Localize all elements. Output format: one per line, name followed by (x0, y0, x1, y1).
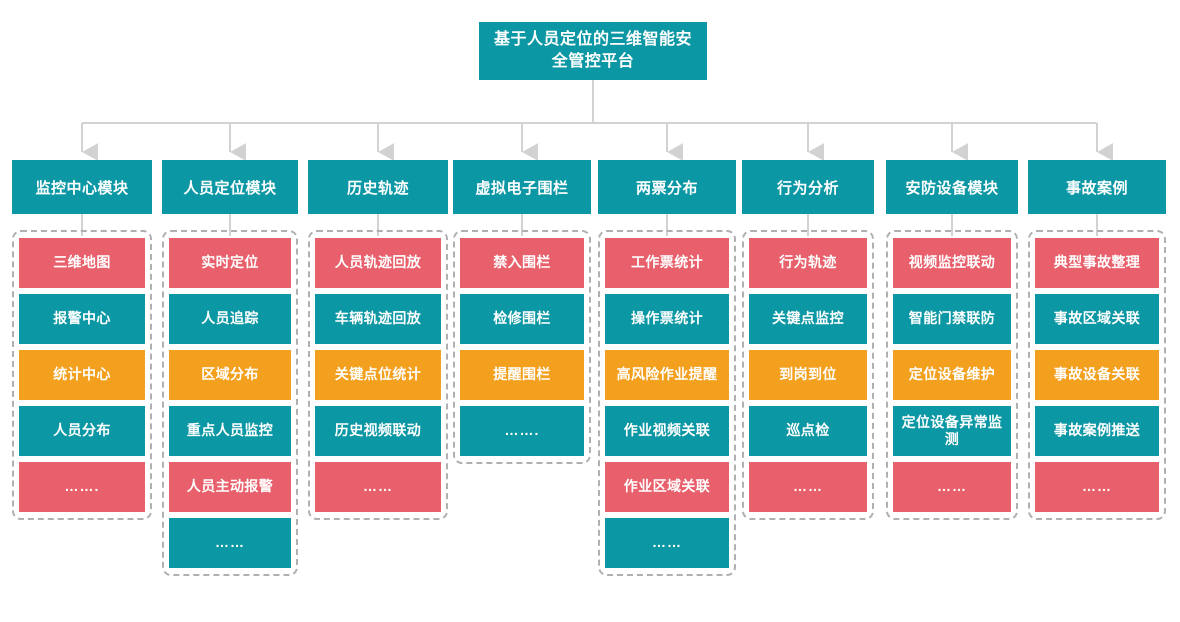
module-item[interactable]: 定位设备维护 (893, 350, 1011, 400)
module-column: 历史轨迹人员轨迹回放车辆轨迹回放关键点位统计历史视频联动 …… (308, 160, 448, 520)
module-column-group: 禁入围栏检修围栏提醒围栏 ……. (453, 230, 591, 464)
module-item[interactable]: 高风险作业提醒 (605, 350, 729, 400)
module-item-ellipsis[interactable]: …… (749, 462, 867, 512)
module-item[interactable]: 定位设备异常监测 (893, 406, 1011, 456)
module-item[interactable]: 行为轨迹 (749, 238, 867, 288)
module-column-header[interactable]: 安防设备模块 (886, 160, 1018, 214)
module-item[interactable]: 人员追踪 (169, 294, 291, 344)
module-column: 人员定位模块实时定位人员追踪区域分布重点人员监控人员主动报警 …… (162, 160, 298, 576)
module-item[interactable]: 事故案例推送 (1035, 406, 1159, 456)
module-item[interactable]: 车辆轨迹回放 (315, 294, 441, 344)
module-column-header[interactable]: 历史轨迹 (308, 160, 448, 214)
module-column-group: 行为轨迹关键点监控到岗到位巡点检 …… (742, 230, 874, 520)
module-column-header[interactable]: 事故案例 (1028, 160, 1166, 214)
module-item-ellipsis[interactable]: …… (605, 518, 729, 568)
module-item[interactable]: 到岗到位 (749, 350, 867, 400)
module-item[interactable]: 智能门禁联防 (893, 294, 1011, 344)
module-item[interactable]: 人员分布 (19, 406, 145, 456)
module-column-header[interactable]: 行为分析 (742, 160, 874, 214)
module-column: 安防设备模块视频监控联动智能门禁联防定位设备维护定位设备异常监测 …… (886, 160, 1018, 520)
module-item[interactable]: 事故设备关联 (1035, 350, 1159, 400)
module-item[interactable]: 作业区域关联 (605, 462, 729, 512)
module-column-group: 三维地图报警中心统计中心人员分布 ……. (12, 230, 152, 520)
module-column-group: 人员轨迹回放车辆轨迹回放关键点位统计历史视频联动 …… (308, 230, 448, 520)
module-item[interactable]: 作业视频关联 (605, 406, 729, 456)
module-item-ellipsis[interactable]: …… (893, 462, 1011, 512)
module-column-group: 实时定位人员追踪区域分布重点人员监控人员主动报警 …… (162, 230, 298, 576)
module-column: 两票分布工作票统计操作票统计高风险作业提醒作业视频关联作业区域关联 …… (598, 160, 736, 576)
module-column-header[interactable]: 监控中心模块 (12, 160, 152, 214)
module-column: 虚拟电子围栏禁入围栏检修围栏提醒围栏 ……. (453, 160, 591, 464)
module-item-ellipsis[interactable]: …… (315, 462, 441, 512)
module-item[interactable]: 关键点位统计 (315, 350, 441, 400)
module-column-header[interactable]: 两票分布 (598, 160, 736, 214)
root-node-platform-title: 基于人员定位的三维智能安全管控平台 (479, 22, 707, 80)
module-item[interactable]: 操作票统计 (605, 294, 729, 344)
module-item[interactable]: 三维地图 (19, 238, 145, 288)
module-item[interactable]: 视频监控联动 (893, 238, 1011, 288)
module-column-header[interactable]: 虚拟电子围栏 (453, 160, 591, 214)
module-item-ellipsis[interactable]: …… (1035, 462, 1159, 512)
module-columns: 监控中心模块三维地图报警中心统计中心人员分布 ……. 人员定位模块实时定位人员追踪区… (0, 160, 1180, 622)
module-item[interactable]: 禁入围栏 (460, 238, 584, 288)
module-item[interactable]: 关键点监控 (749, 294, 867, 344)
module-column: 事故案例典型事故整理事故区域关联事故设备关联事故案例推送 …… (1028, 160, 1166, 520)
module-column: 行为分析行为轨迹关键点监控到岗到位巡点检 …… (742, 160, 874, 520)
module-item[interactable]: 典型事故整理 (1035, 238, 1159, 288)
module-item[interactable]: 提醒围栏 (460, 350, 584, 400)
module-item[interactable]: 实时定位 (169, 238, 291, 288)
module-item[interactable]: 人员主动报警 (169, 462, 291, 512)
module-item[interactable]: 历史视频联动 (315, 406, 441, 456)
module-item[interactable]: 重点人员监控 (169, 406, 291, 456)
module-column-group: 典型事故整理事故区域关联事故设备关联事故案例推送 …… (1028, 230, 1166, 520)
module-column: 监控中心模块三维地图报警中心统计中心人员分布 ……. (12, 160, 152, 520)
module-item[interactable]: 检修围栏 (460, 294, 584, 344)
module-item[interactable]: 统计中心 (19, 350, 145, 400)
module-column-group: 工作票统计操作票统计高风险作业提醒作业视频关联作业区域关联 …… (598, 230, 736, 576)
module-column-group: 视频监控联动智能门禁联防定位设备维护定位设备异常监测 …… (886, 230, 1018, 520)
module-column-header[interactable]: 人员定位模块 (162, 160, 298, 214)
module-item[interactable]: 事故区域关联 (1035, 294, 1159, 344)
module-item[interactable]: 工作票统计 (605, 238, 729, 288)
module-item[interactable]: 报警中心 (19, 294, 145, 344)
module-item-ellipsis[interactable]: …… (169, 518, 291, 568)
module-item[interactable]: 巡点检 (749, 406, 867, 456)
module-item[interactable]: 人员轨迹回放 (315, 238, 441, 288)
module-item-ellipsis[interactable]: ……. (460, 406, 584, 456)
module-item[interactable]: 区域分布 (169, 350, 291, 400)
module-item-ellipsis[interactable]: ……. (19, 462, 145, 512)
